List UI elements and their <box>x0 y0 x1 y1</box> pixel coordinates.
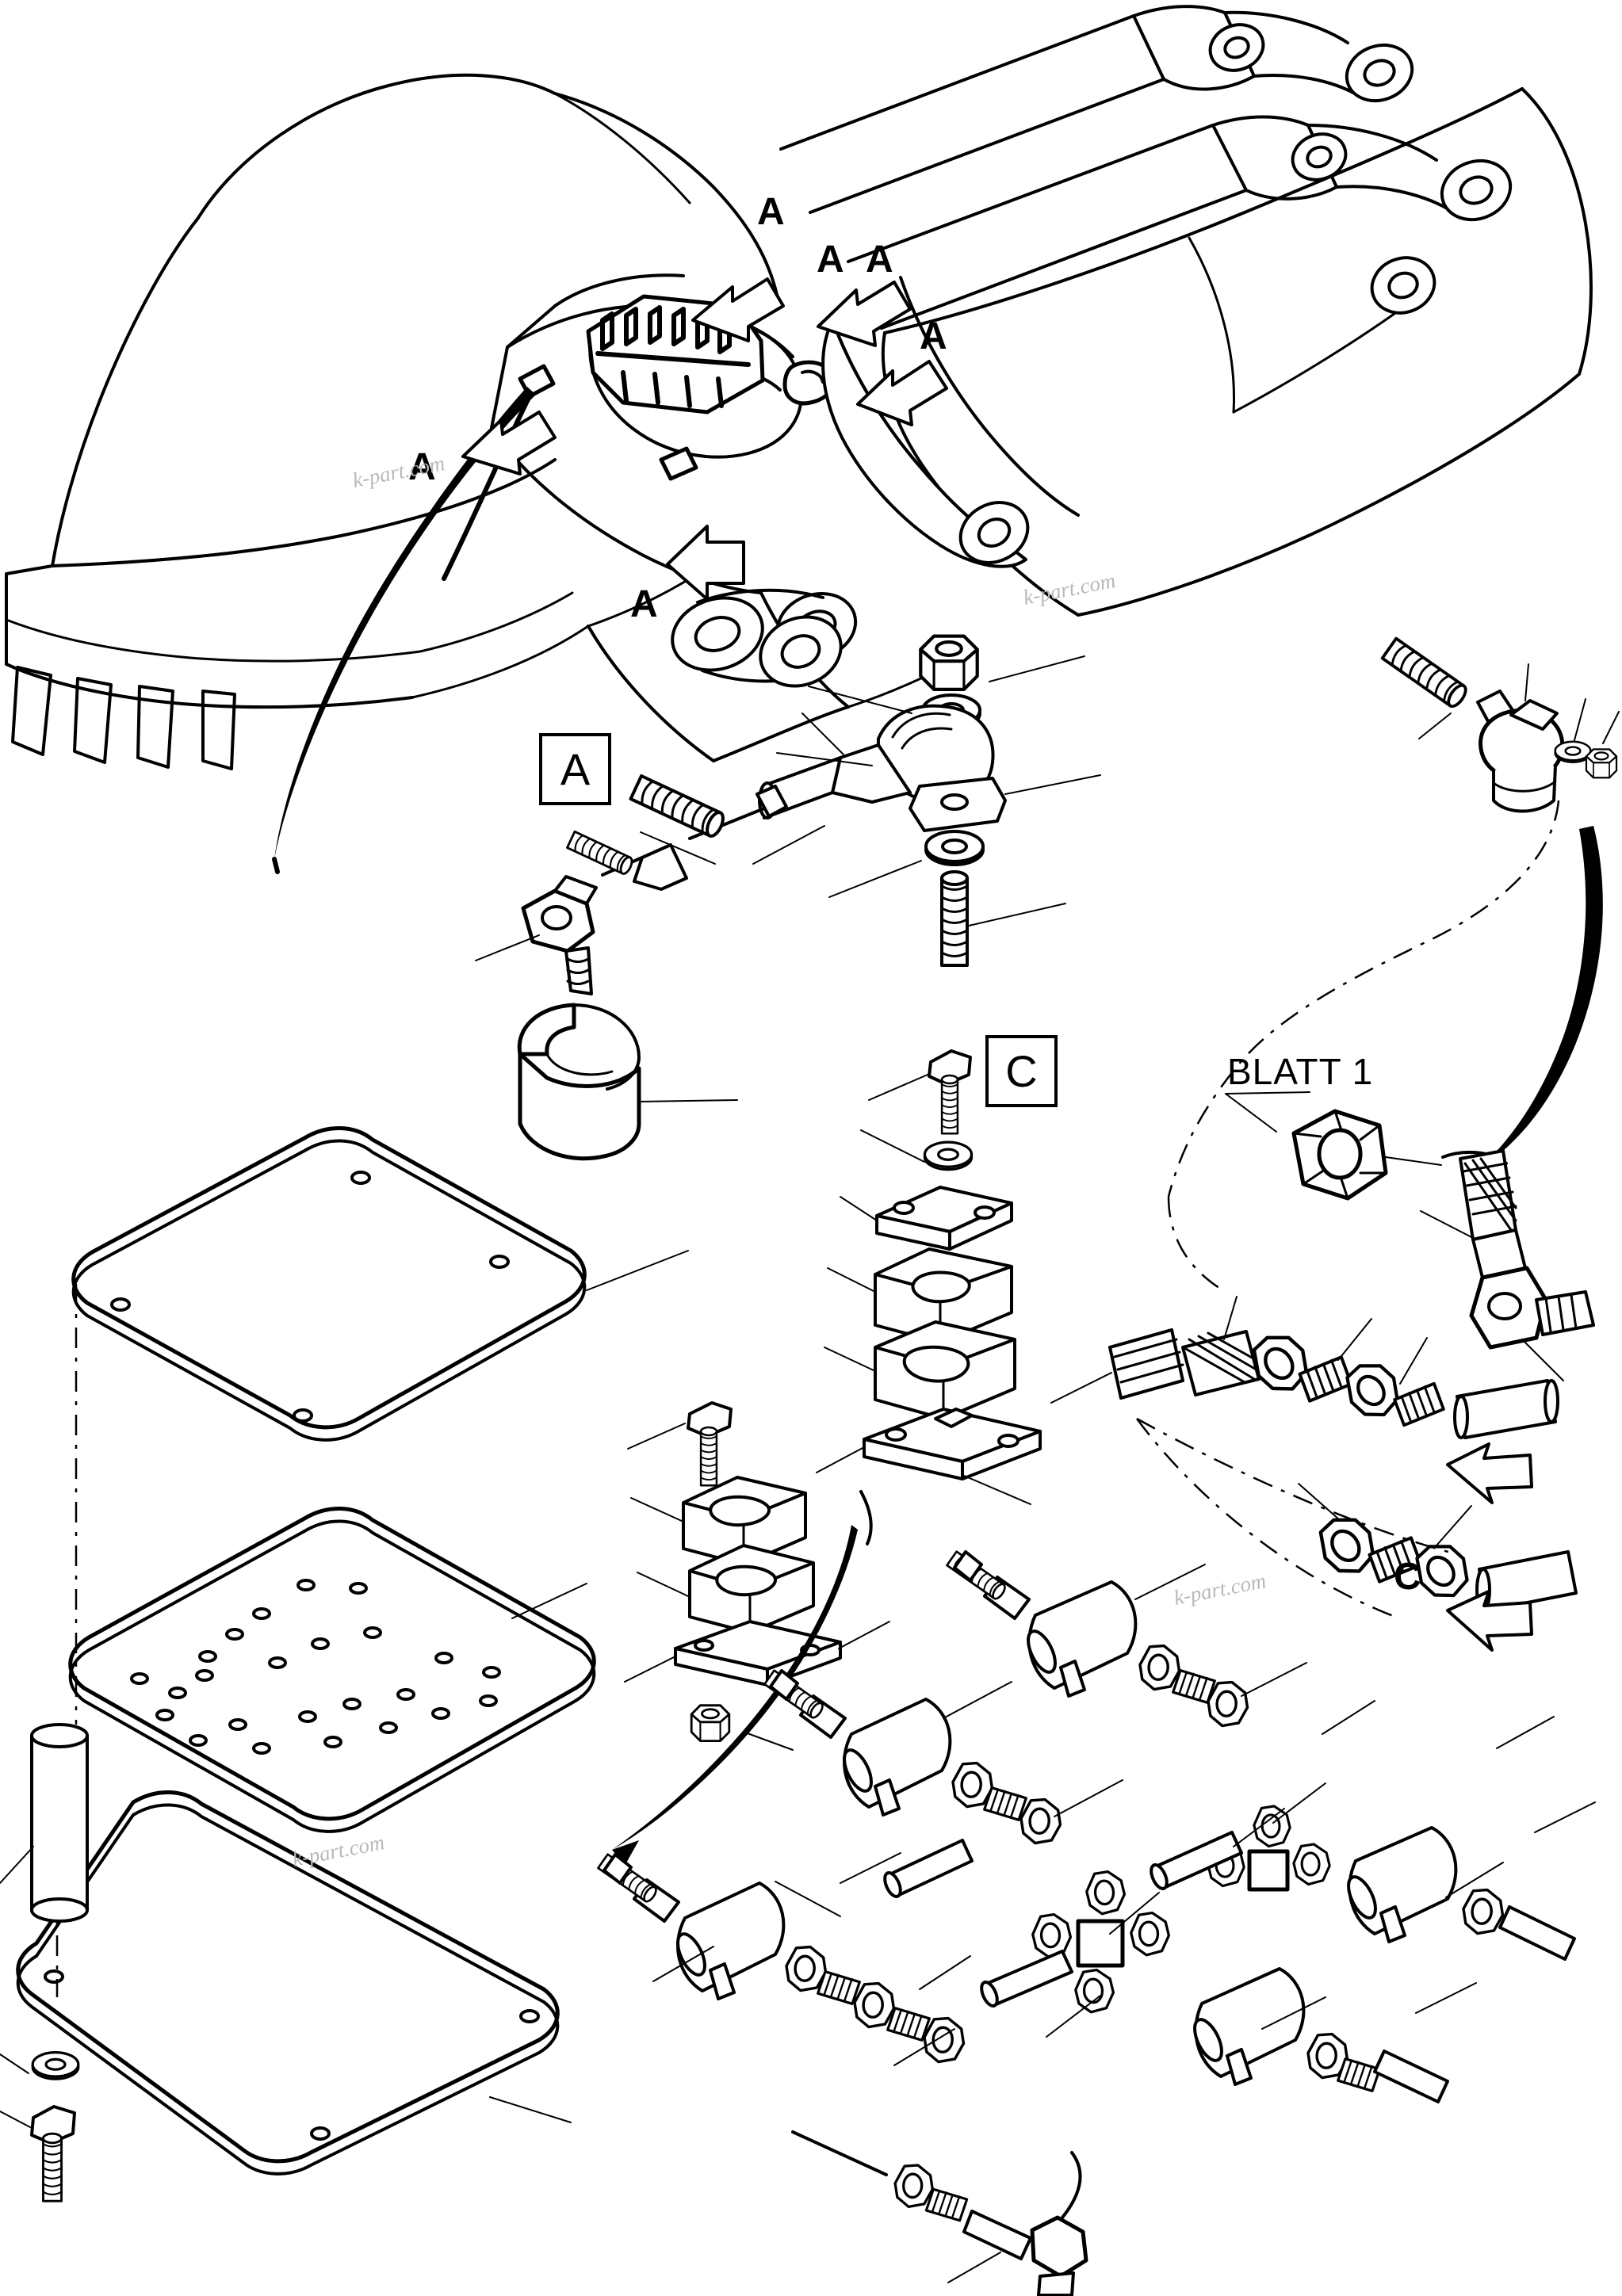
marker-a-3: A <box>817 239 844 281</box>
marker-a-6: A <box>630 583 658 625</box>
section-callout-c-label: C <box>1005 1046 1038 1096</box>
sleeve-hose-assembly <box>1050 1296 1578 1652</box>
c-clip-bushing <box>517 1003 738 1161</box>
section-callout-c-box: C <box>985 1035 1058 1107</box>
section-callout-a-box: A <box>539 733 611 805</box>
marker-a-5: A <box>920 315 947 357</box>
marker-c-1: C <box>1394 1556 1421 1598</box>
section-arrows-a <box>461 277 948 601</box>
route-arrow-curve <box>612 1490 873 1866</box>
detail-c-clamp-block <box>816 1049 1042 1505</box>
mid-clamp-block <box>624 1401 890 1751</box>
arm-and-cylinders <box>587 5 1593 762</box>
blatt-reference-label: BLATT 1 <box>1227 1051 1374 1092</box>
bucket-body <box>5 73 691 770</box>
detail-a-assembly <box>475 636 1101 995</box>
straight-tubes <box>883 1831 1243 2008</box>
hose-top-right-assembly <box>1167 636 1620 1381</box>
marker-a-4: A <box>866 239 893 281</box>
section-callout-a-label: A <box>560 744 591 794</box>
marker-a-1: A <box>408 446 436 488</box>
marker-a-2: A <box>757 191 785 233</box>
hose-fitting-network <box>597 1550 1596 2296</box>
stacked-plates <box>0 1126 689 2202</box>
